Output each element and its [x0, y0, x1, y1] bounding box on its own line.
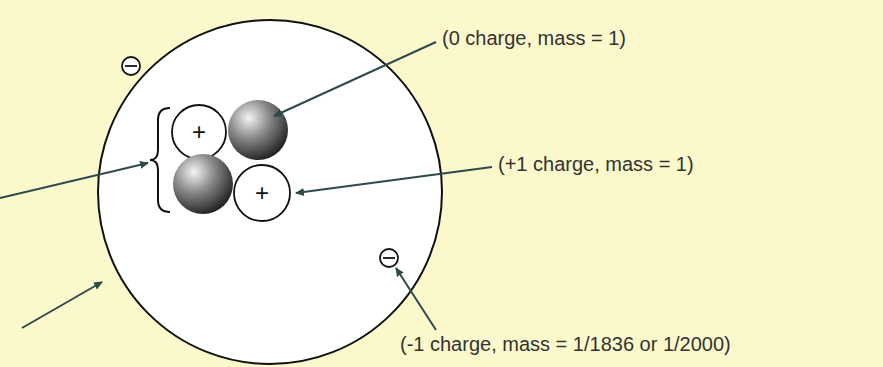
proton	[172, 105, 226, 159]
charge-sign: +	[255, 181, 269, 205]
electron-label: (-1 charge, mass = 1/1836 or 1/2000)	[400, 332, 731, 356]
neutron-label: (0 charge, mass = 1)	[442, 26, 626, 50]
leader-arrow	[396, 268, 436, 330]
atom-boundary	[98, 20, 442, 364]
electron-symbol	[380, 249, 398, 267]
neutron	[173, 154, 233, 214]
leader-arrow	[0, 163, 148, 198]
neutron	[228, 100, 288, 160]
leader-arrow	[296, 167, 492, 193]
electron-symbol	[122, 57, 140, 75]
proton	[234, 165, 290, 221]
charge-sign: +	[192, 120, 206, 144]
leader-arrow	[274, 42, 436, 116]
proton-label: (+1 charge, mass = 1)	[498, 152, 694, 176]
leader-arrow	[22, 282, 102, 328]
nucleus-bracket	[150, 108, 170, 212]
